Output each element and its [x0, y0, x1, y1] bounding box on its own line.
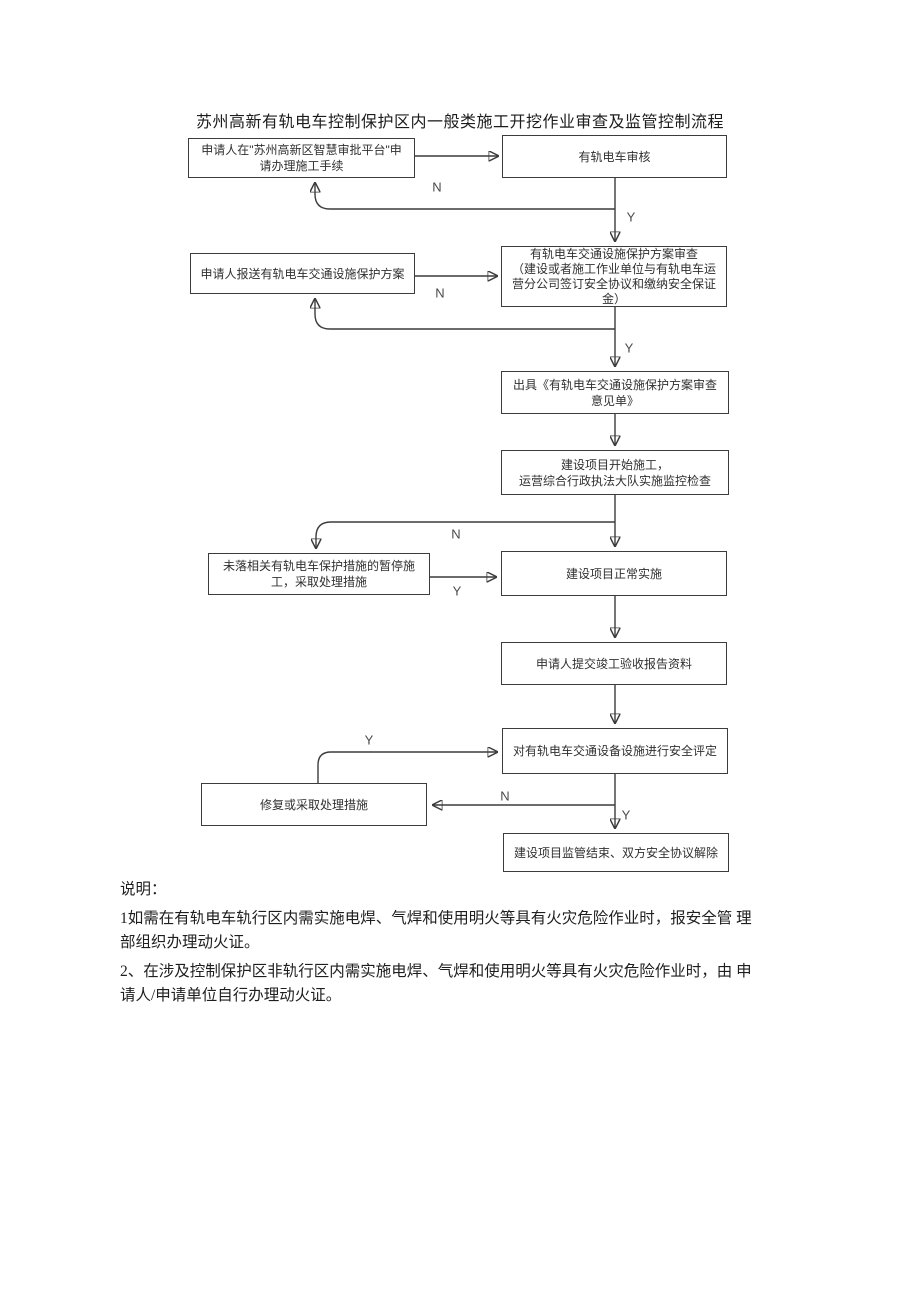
- flow-box-apply-platform: 申请人在"苏州高新区智慧审批平台"申 请办理施工手续: [188, 138, 415, 178]
- note-line: 部组织办理动火证。: [120, 934, 260, 951]
- decision-label-review-n: N: [432, 179, 442, 195]
- flow-box-protection-plan-review: 有轨电车交通设施保护方案审查 （建设或者施工作业单位与有轨电车运 营分公司签订安…: [501, 246, 727, 307]
- decision-label-review-y: Y: [626, 209, 636, 225]
- decision-label-repair-y: Y: [364, 732, 374, 748]
- page-title: 苏州高新有轨电车控制保护区内一般类施工开挖作业审查及监管控制流程: [195, 114, 724, 131]
- decision-label-monitor-n: N: [451, 526, 461, 542]
- notes-section: 说明： 1如需在有轨电车轨行区内需实施电焊、气焊和使用明火等具有火灾危险作业时，…: [120, 878, 810, 1008]
- flow-box-repair-measures: 修复或采取处理措施: [201, 783, 427, 826]
- flow-box-tram-review: 有轨电车审核: [502, 135, 727, 178]
- note-line: 1如需在有轨电车轨行区内需实施电焊、气焊和使用明火等具有火灾危险作业时，报安全管…: [120, 910, 752, 927]
- flow-box-submit-protection-plan: 申请人报送有轨电车交通设施保护方案: [190, 253, 415, 294]
- connector-start-branch-to-suspend: [316, 521, 615, 548]
- decision-label-monitor-y: Y: [452, 583, 462, 599]
- flow-box-normal-implementation: 建设项目正常实施: [501, 551, 727, 596]
- flow-box-supervision-end: 建设项目监管结束、双方安全协议解除: [503, 833, 729, 872]
- decision-label-planreview-y: Y: [624, 340, 634, 356]
- decision-label-evaluation-y: Y: [621, 807, 631, 823]
- note-line: 请人/申请单位自行办理动火证。: [120, 987, 342, 1004]
- connector-repair-to-evaluation-y: [317, 752, 497, 783]
- flow-box-suspend-construction: 未落相关有轨电车保护措施的暂停施 工，采取处理措施: [208, 553, 430, 595]
- flow-box-issue-opinion-sheet: 出具《有轨电车交通设施保护方案审查 意见单》: [501, 371, 729, 414]
- note-line: 2、在涉及控制保护区非轨行区内需实施电焊、气焊和使用明火等具有火灾危险作业时，由…: [120, 963, 752, 980]
- connector-review-return-n: [315, 183, 615, 210]
- flow-box-safety-evaluation: 对有轨电车交通设备设施进行安全评定: [502, 728, 728, 774]
- notes-heading: 说明：: [120, 881, 167, 898]
- decision-label-evaluation-n: N: [500, 788, 510, 804]
- decision-label-planreview-n: N: [435, 285, 445, 301]
- flow-box-completion-report: 申请人提交竣工验收报告资料: [501, 642, 727, 685]
- flow-box-start-construction: 建设项目开始施工， 运营综合行政执法大队实施监控检查: [501, 450, 729, 495]
